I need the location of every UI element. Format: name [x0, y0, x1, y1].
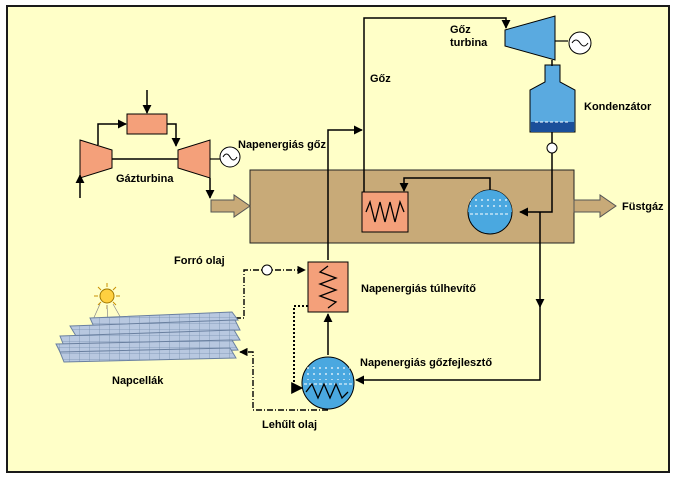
- hrsg-superheater: [361, 191, 409, 233]
- label-steam-generator: Napenergiás gőzfejlesztő: [360, 357, 492, 369]
- label-steam-turbine-1: Gőz: [450, 24, 471, 36]
- label-solar-steam: Napenergiás gőz: [238, 139, 327, 151]
- flue-gas-arrow: [573, 194, 617, 218]
- combustion-chamber: [126, 113, 168, 135]
- label-steam: Gőz: [370, 73, 391, 85]
- condenser: [529, 64, 576, 133]
- label-solar-cells: Napcellák: [112, 375, 164, 387]
- steam-turbine: [504, 15, 556, 61]
- solar-panels: [55, 311, 241, 363]
- gas-compressor: [79, 139, 113, 179]
- solar-superheater: [307, 261, 349, 313]
- label-condenser: Kondenzátor: [584, 101, 652, 113]
- condensate-pump-icon: [546, 142, 558, 154]
- label-hot-oil: Forró olaj: [174, 255, 225, 267]
- label-steam-turbine-2: turbina: [450, 37, 488, 49]
- label-superheater: Napenergiás túlhevítő: [361, 283, 476, 295]
- oil-pump-icon: [261, 264, 273, 276]
- hrsg-duct: [249, 169, 575, 244]
- label-gas-turbine: Gázturbina: [116, 173, 174, 185]
- label-cooled-oil: Lehűlt olaj: [262, 419, 317, 431]
- flue-inlet-arrow: [210, 194, 251, 218]
- label-flue-gas: Füstgáz: [622, 201, 664, 213]
